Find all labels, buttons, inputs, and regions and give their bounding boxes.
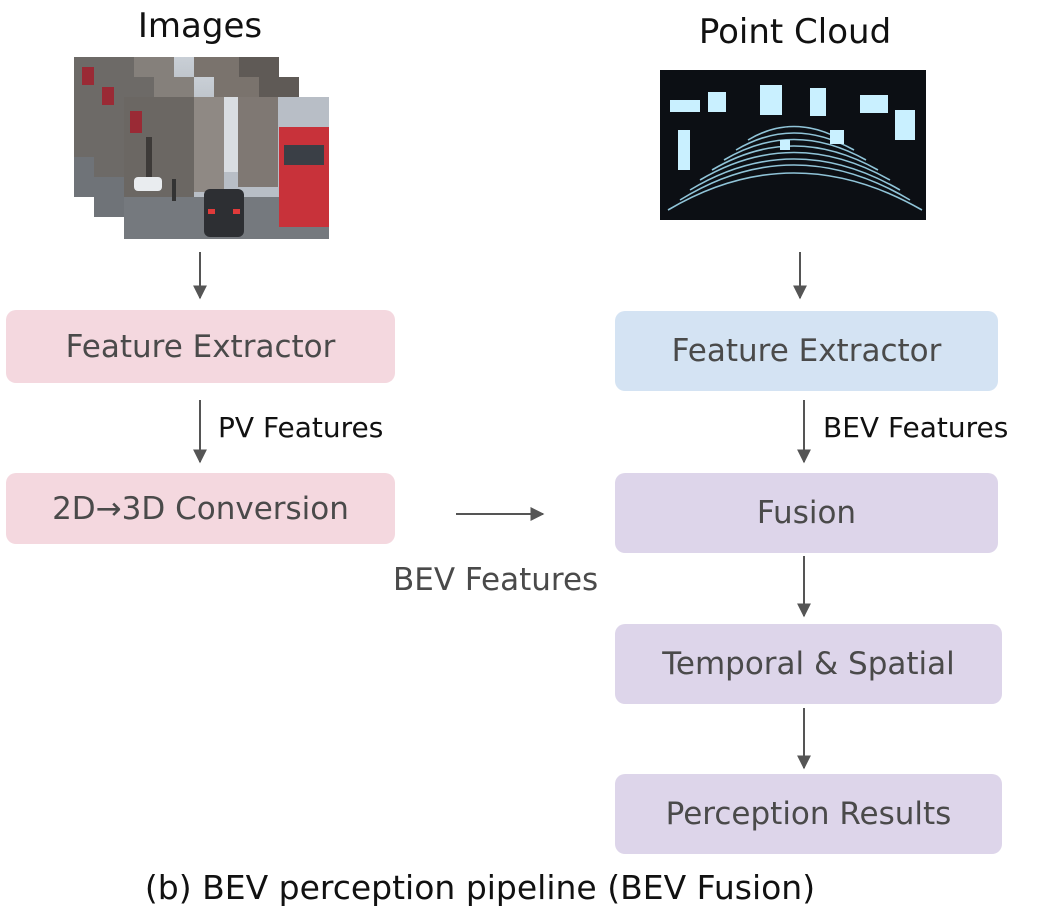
- pv-features-label: PV Features: [218, 411, 384, 444]
- temporal-spatial-box: Temporal & Spatial: [615, 624, 1002, 704]
- perception-results-box: Perception Results: [615, 774, 1002, 854]
- feature-extractor-left-box: Feature Extractor: [6, 310, 395, 383]
- fusion-box: Fusion: [615, 473, 998, 553]
- point-cloud-image: [660, 70, 926, 220]
- feature-extractor-right-box: Feature Extractor: [615, 311, 998, 391]
- bev-features-left-label: BEV Features: [393, 562, 599, 598]
- point-cloud-heading: Point Cloud: [698, 12, 892, 52]
- conversion-box: 2D→3D Conversion: [6, 473, 395, 544]
- figure-caption: (b) BEV perception pipeline (BEV Fusion): [144, 868, 816, 907]
- bev-features-right-label: BEV Features: [823, 411, 1009, 444]
- camera-images-stack: [74, 57, 329, 239]
- images-heading: Images: [137, 6, 263, 46]
